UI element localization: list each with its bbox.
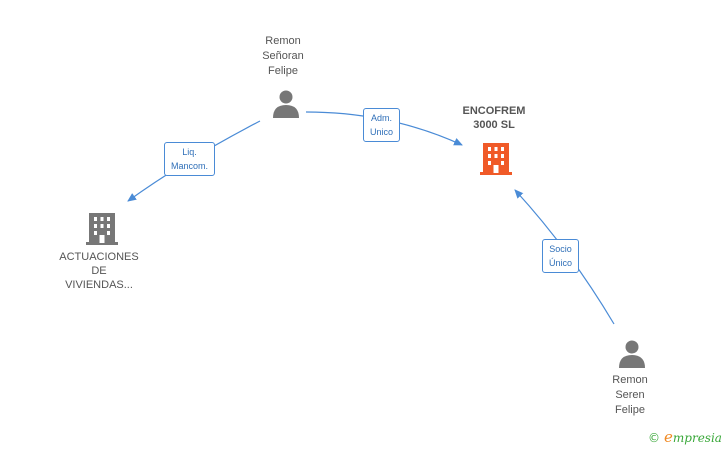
node-label-remon-seren[interactable]: Remon Seren Felipe — [612, 374, 648, 416]
person-icon[interactable] — [273, 90, 299, 119]
person-icon[interactable] — [619, 340, 645, 369]
relation-label-liq-mancom[interactable]: Liq. Mancom. — [164, 142, 216, 176]
building-icon[interactable] — [480, 143, 512, 175]
node-label-encofrem[interactable]: ENCOFREM 3000 SL — [462, 105, 526, 131]
empresia-logo: ©empresia — [648, 428, 722, 446]
relation-label-adm-unico[interactable]: Adm. Unico — [363, 108, 401, 142]
relation-label-socio-unico[interactable]: Socio Único — [542, 239, 580, 273]
node-label-remon-senoran[interactable]: Remon Señoran Felipe — [262, 35, 304, 77]
node-label-actuaciones[interactable]: ACTUACIONES DE VIVIENDAS... — [59, 251, 139, 291]
copyright-icon: © — [648, 431, 660, 445]
building-icon[interactable] — [86, 213, 118, 245]
